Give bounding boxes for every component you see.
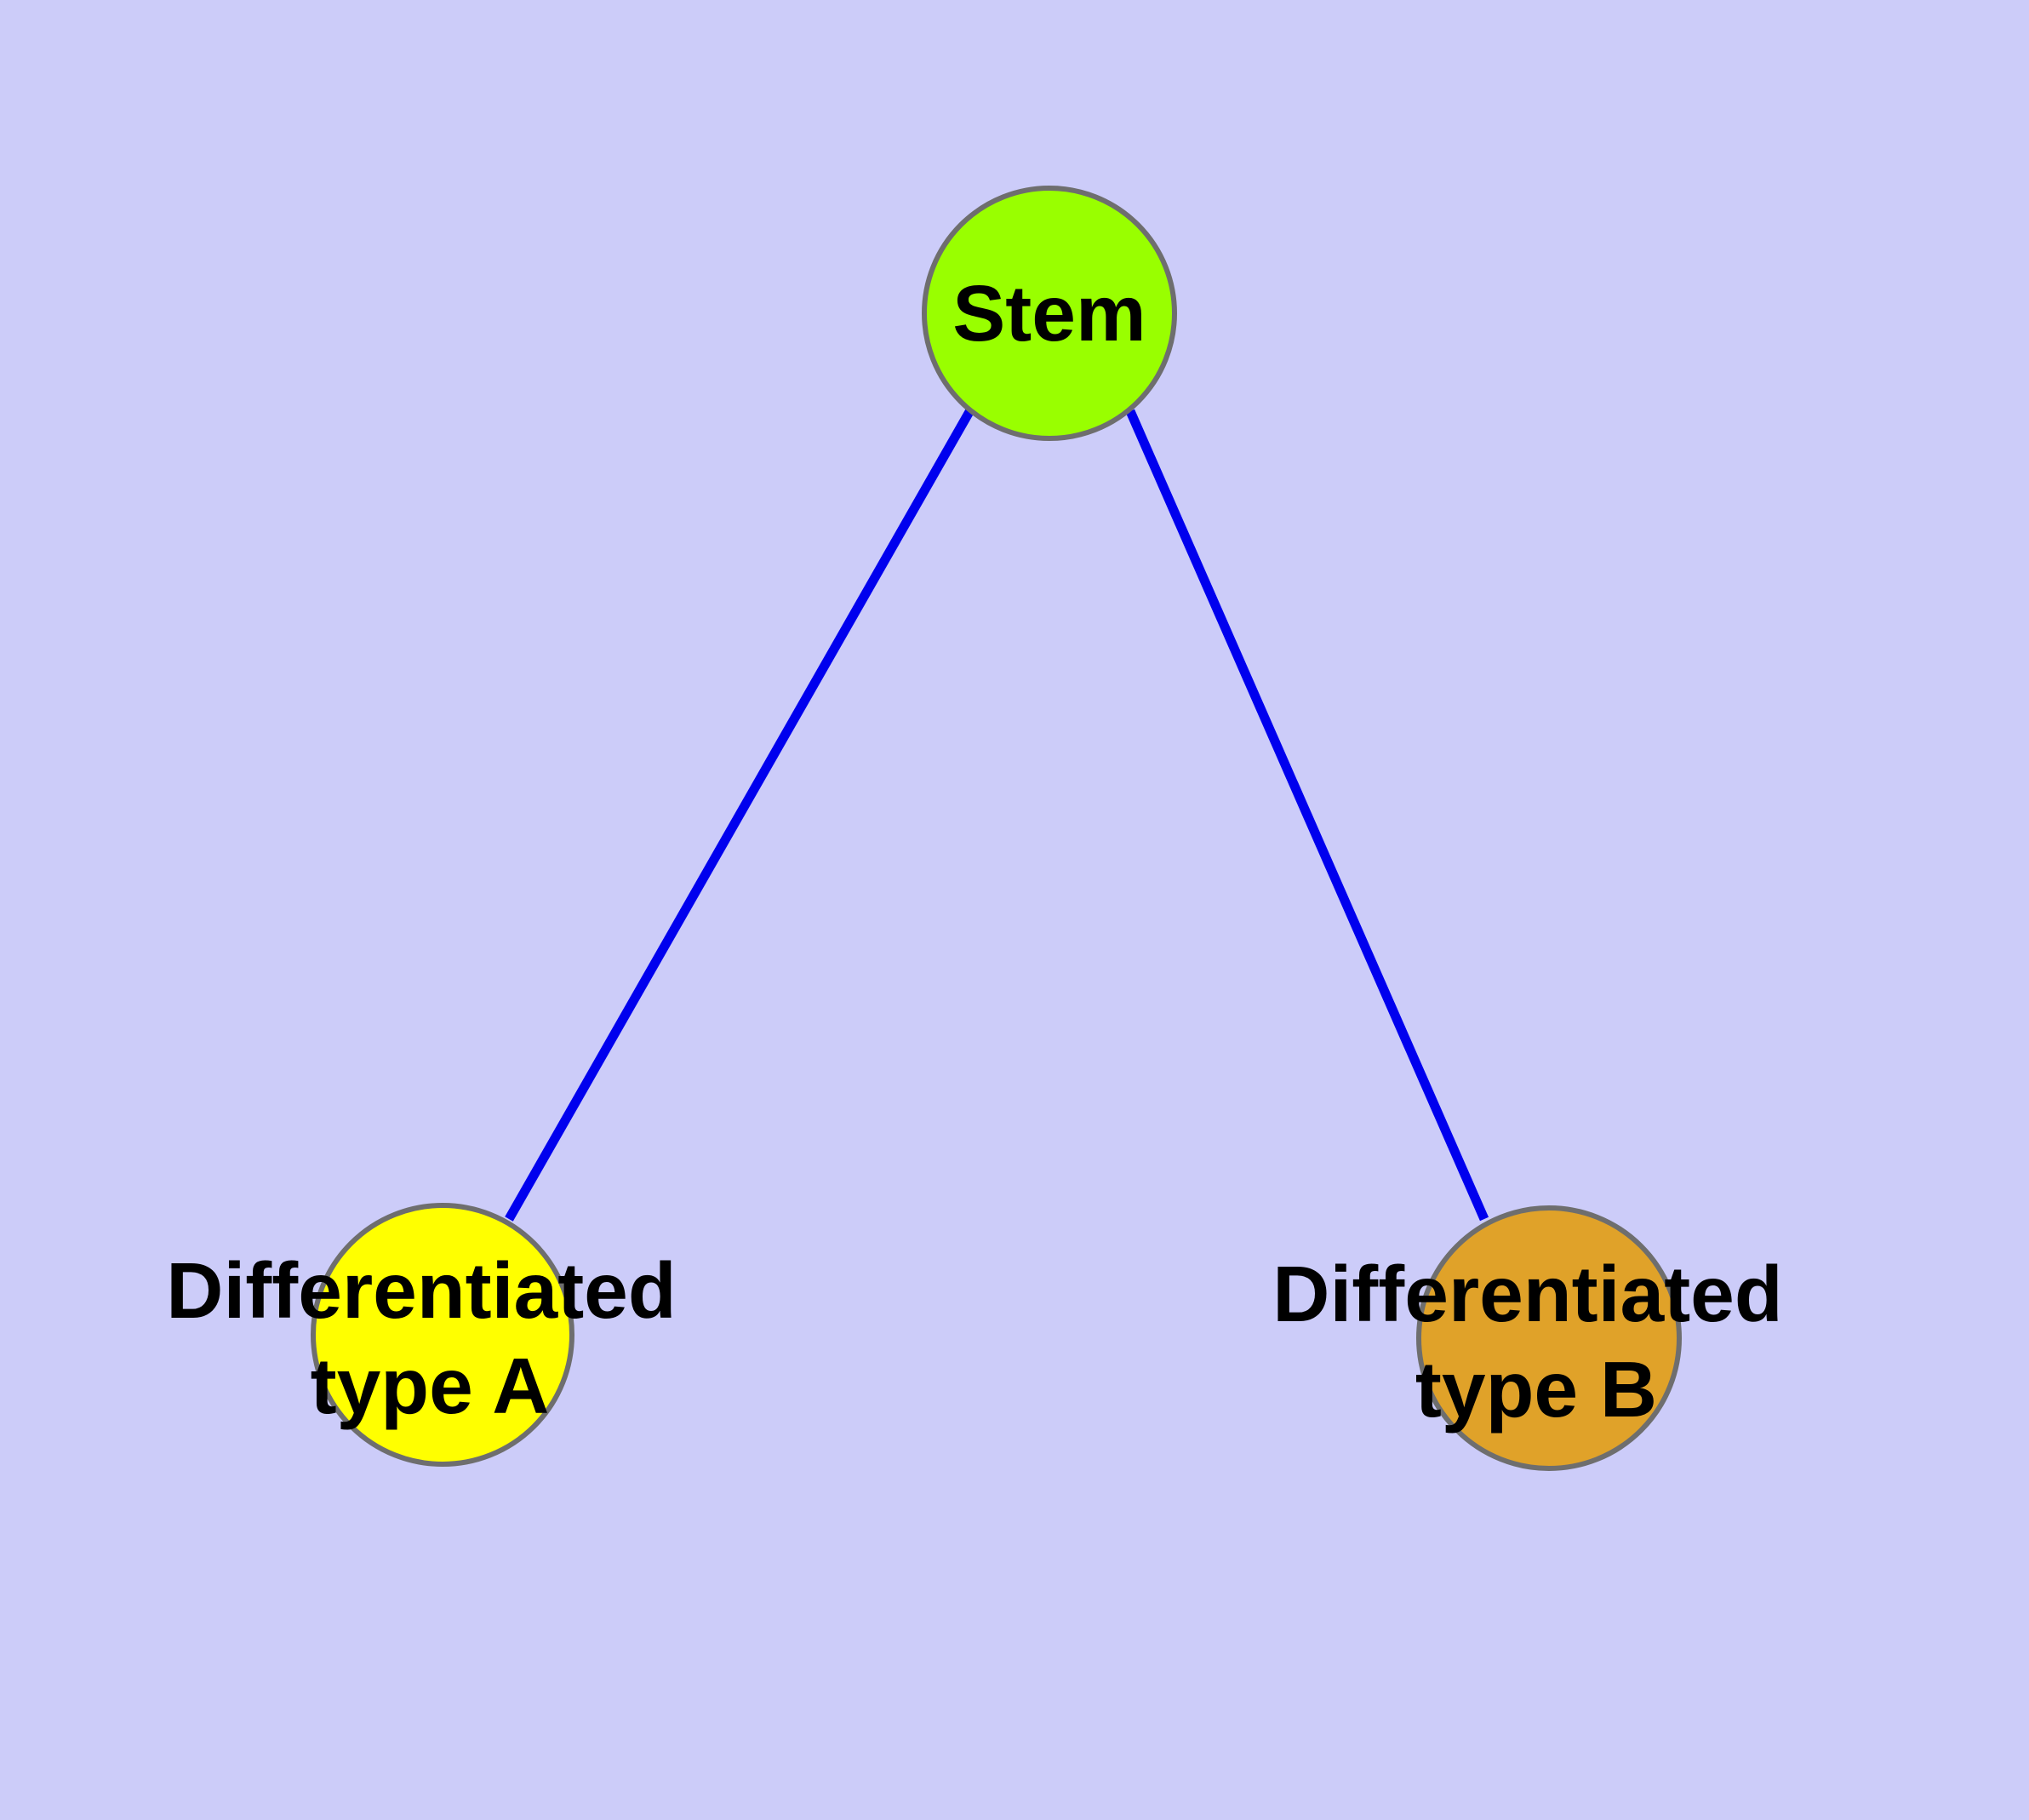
- node-diff-a-circle[interactable]: [311, 1203, 574, 1467]
- node-diff-b-label-line-1: type B: [1415, 1345, 1657, 1434]
- node-stem-circle[interactable]: [922, 186, 1177, 441]
- node-diff-a-label-line-0: Differentiated: [166, 1246, 676, 1335]
- edge-stem-to-diff-a[interactable]: [505, 408, 974, 1222]
- node-stem-label-line-0: Stem: [952, 269, 1146, 358]
- node-diff-a-label-line-1: type A: [311, 1342, 550, 1430]
- node-stem[interactable]: Stem: [922, 186, 1177, 441]
- node-diff-b[interactable]: Differentiated type B: [1272, 1205, 1783, 1471]
- node-diff-a[interactable]: Differentiated type A: [166, 1203, 677, 1467]
- edges-layer: [505, 408, 1489, 1222]
- node-diff-b-circle[interactable]: [1416, 1205, 1682, 1471]
- node-diff-b-label-line-0: Differentiated: [1272, 1250, 1782, 1338]
- edge-stem-to-diff-b[interactable]: [1125, 409, 1489, 1222]
- nodes-layer: Stem Differentiated type A Differentiate…: [166, 186, 1783, 1471]
